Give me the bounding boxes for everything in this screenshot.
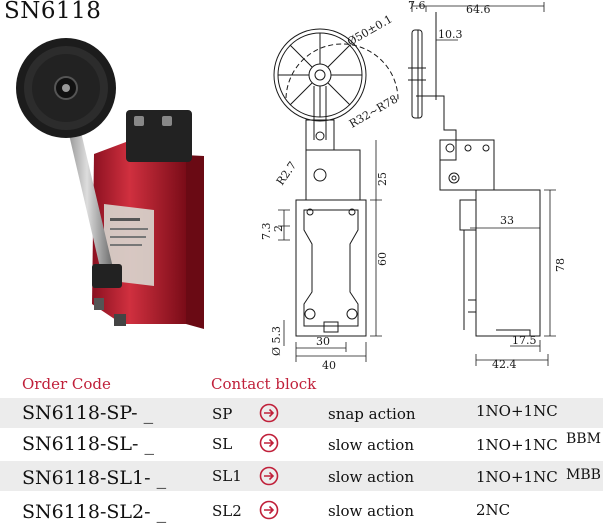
circle-arrow-right-icon	[259, 403, 279, 423]
header-order-code: Order Code	[22, 375, 111, 393]
dim-7.6: 7.6	[408, 0, 426, 12]
dim-10.3: 10.3	[438, 28, 463, 41]
page-title: SN6118	[4, 0, 102, 24]
dim-60: 60	[376, 252, 389, 266]
contact-block: SL	[212, 435, 233, 453]
action-type: slow action	[328, 468, 414, 486]
order-code: SN6118-SL- _	[22, 433, 155, 455]
contacts: 1NO+1NC	[476, 402, 558, 420]
contact-mode: BBM	[566, 431, 601, 447]
dim-17.5: 17.5	[512, 334, 537, 347]
contacts: 2NC	[476, 501, 511, 519]
circle-arrow-right-icon	[259, 433, 279, 453]
dim-78: 78	[554, 258, 567, 272]
dim-2: 2	[272, 225, 285, 232]
dim-diameter-5.3: Ø 5.3	[270, 326, 283, 356]
dim-30: 30	[316, 335, 330, 348]
action-type: slow action	[328, 502, 414, 520]
table-row: SN6118-SL1- _ SL1 slow action 1NO+1NC MB…	[0, 461, 603, 491]
dim-64.6: 64.6	[466, 3, 491, 16]
contacts: 1NO+1NC	[476, 468, 558, 486]
contacts: 1NO+1NC	[476, 436, 558, 454]
dim-40: 40	[322, 359, 336, 372]
product-photo	[16, 38, 204, 329]
dim-33: 33	[500, 214, 514, 227]
header-contact-block: Contact block	[211, 375, 317, 393]
order-code: SN6118-SL1- _	[22, 467, 167, 489]
action-type: slow action	[328, 436, 414, 454]
side-view	[408, 12, 541, 337]
contact-block: SL2	[212, 502, 242, 520]
front-view-wheel	[273, 28, 399, 122]
table-row: SN6118-SP- _ SP snap action 1NO+1NC	[0, 398, 603, 428]
order-code: SN6118-SP- _	[22, 402, 154, 424]
contact-mode: MBB	[566, 467, 601, 483]
dim-42.4: 42.4	[492, 358, 517, 371]
action-type: snap action	[328, 405, 416, 423]
dim-7.3: 7.3	[260, 223, 273, 241]
table-row: SN6118-SL2- _ SL2 slow action 2NC	[0, 496, 603, 526]
circle-arrow-right-icon	[259, 466, 279, 486]
dim-diameter-50: Ø50±0.1	[345, 12, 395, 48]
dim-r2.7: R2.7	[274, 159, 299, 188]
contact-block: SP	[212, 405, 233, 423]
circle-arrow-right-icon	[259, 500, 279, 520]
dim-25: 25	[376, 172, 389, 186]
table-row: SN6118-SL- _ SL slow action 1NO+1NC BBM	[0, 429, 603, 459]
technical-drawing: 7.6 64.6 10.3 Ø50±0.1 R32~R78 R2.7 25 7.…	[260, 0, 567, 372]
contact-block: SL1	[212, 467, 242, 485]
order-code: SN6118-SL2- _	[22, 501, 167, 523]
